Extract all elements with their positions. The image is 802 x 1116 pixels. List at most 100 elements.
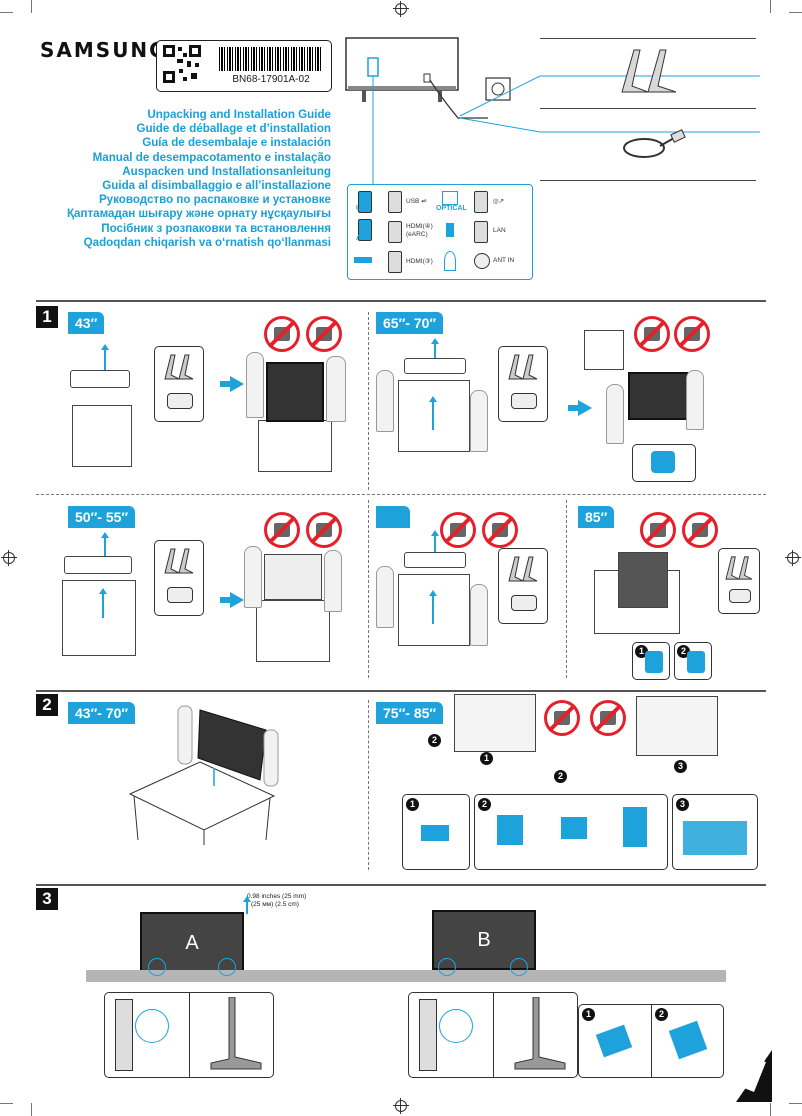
detail-callout: 1 2 [578, 1004, 724, 1078]
divider [651, 1005, 652, 1077]
detail-callout: 2 [474, 794, 668, 870]
callout-number: 2 [677, 645, 690, 658]
no-knife-icon [306, 512, 342, 548]
person-figure [376, 370, 394, 432]
title-en: Unpacking and Installation Guide [147, 108, 331, 121]
no-knife-icon [306, 316, 342, 352]
antenna-port-icon [474, 253, 490, 269]
detail-callout [632, 444, 696, 482]
measurement-note: 0.98 inches (25 mm) (25 мм) (2.5 cm) [247, 893, 306, 909]
packaging-box [398, 380, 470, 452]
stand-leg-icon [115, 999, 133, 1071]
stand-highlight [218, 958, 236, 976]
callout-number: 1 [480, 752, 493, 765]
title-uk: Посібник з розпаковки та встановлення [101, 221, 331, 235]
screw-icon [439, 1009, 473, 1043]
accessory-divider [540, 38, 756, 39]
lan-port-icon [474, 221, 488, 243]
slot-icon [354, 257, 372, 263]
size-badge: 50″- 55″ [68, 506, 136, 528]
measurement-line: (25 мм) (2.5 cm) [251, 901, 299, 908]
dotted-divider [36, 494, 766, 495]
packaging-box [62, 580, 136, 656]
no-knife-icon [682, 512, 718, 548]
arrow-up-icon [429, 590, 436, 624]
arrow-up-icon [431, 338, 438, 358]
arrow-right-icon [568, 400, 592, 416]
callout-number: 1 [582, 1008, 595, 1021]
size-badge: 75″- 85″ [376, 702, 444, 724]
size-badge: 43″- 70″ [68, 702, 136, 724]
packaging-box [72, 405, 132, 467]
stand-legs-icon [164, 354, 194, 380]
dotted-divider [368, 500, 369, 678]
stand-highlight [438, 958, 456, 976]
no-tool-icon [264, 316, 300, 352]
port-label: ANT IN [493, 257, 515, 264]
hand-icon [561, 817, 587, 839]
power-cable-icon [167, 587, 193, 603]
port-label: HDMI(④) (eARC) [406, 223, 433, 238]
divider [493, 993, 494, 1077]
stand-legs-icon [621, 49, 677, 93]
packaging-box [258, 420, 332, 472]
title-pt: Manual de desempacotamento e instalação [92, 150, 331, 164]
arrow-right-icon [220, 592, 244, 608]
detail-callout: 1 [402, 794, 470, 870]
optical-icon [442, 191, 458, 205]
power-cable-icon [623, 129, 686, 158]
section-divider [36, 884, 766, 886]
arc-icon [358, 219, 372, 241]
port-label: HDMI(③) [406, 258, 433, 265]
crop-mark [789, 12, 802, 13]
box-base-icon [683, 821, 747, 855]
person-figure [606, 384, 624, 444]
screw-icon [135, 1009, 169, 1043]
section-divider [36, 690, 766, 692]
person-figure [324, 550, 342, 612]
dotted-divider [368, 312, 369, 490]
tv-panel [636, 696, 718, 756]
title-it: Guida al disimballaggio e all’installazi… [102, 179, 331, 193]
crop-mark [31, 1103, 32, 1116]
stand-legs-icon [508, 556, 538, 582]
measurement-line: 0.98 inches (25 mm) [247, 893, 307, 900]
stand-highlight [510, 958, 528, 976]
arrow-right-icon [220, 376, 244, 392]
registration-mark-icon [393, 1098, 409, 1114]
arrow-up-icon [243, 896, 250, 914]
title-uz: Qadoqdan chiqarish va o‘rnatish qo‘llanm… [83, 235, 331, 249]
arrow-up-icon [99, 588, 106, 618]
qr-code-icon [163, 45, 201, 83]
section-divider [36, 300, 766, 302]
hdmi-port-icon [388, 251, 402, 273]
crop-mark [770, 1103, 771, 1116]
no-tool-icon [544, 700, 580, 736]
hand-icon [497, 815, 523, 845]
divider [189, 993, 190, 1077]
accessories-callout [154, 540, 204, 616]
size-badge: 85″ [578, 506, 615, 528]
step-number: 1 [36, 306, 58, 328]
stand-legs-icon [725, 556, 753, 580]
size-badge: 65″- 70″ [376, 312, 444, 334]
no-knife-icon [674, 316, 710, 352]
dotted-divider [368, 700, 369, 870]
detail-callout [104, 992, 274, 1078]
step-number: 3 [36, 888, 58, 910]
tv-panel [266, 362, 324, 422]
power-cable-icon [511, 393, 537, 409]
person-figure [246, 352, 264, 418]
part-number: BN68-17901A-02 [232, 74, 310, 85]
callout-number: 1 [635, 645, 648, 658]
person-figure [470, 390, 488, 452]
tv-rear-illustration [345, 37, 760, 184]
stand-legs-icon [508, 354, 538, 380]
guide-titles: Unpacking and Installation Guide Guide d… [67, 108, 331, 250]
ports-panel: USB ARC USB ⇌ HDMI(④) (eARC) HDMI(③) OPT… [347, 184, 533, 280]
crop-mark [789, 1103, 802, 1104]
crop-mark [770, 0, 771, 13]
crop-mark [0, 12, 13, 13]
hand-icon [668, 1020, 708, 1060]
person-figure [376, 566, 394, 628]
